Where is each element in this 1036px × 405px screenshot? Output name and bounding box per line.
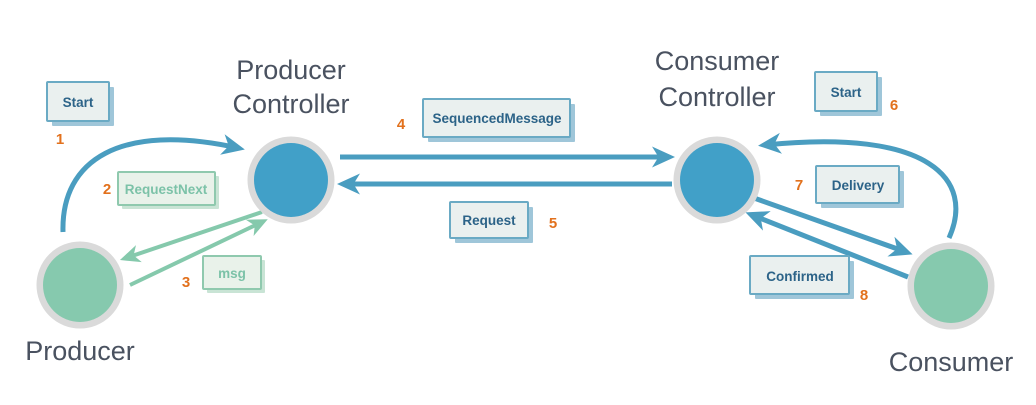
step-number-2: 2 xyxy=(103,181,111,198)
message-box-7-delivery[interactable]: Delivery xyxy=(815,165,904,208)
message-label-1: Start xyxy=(63,95,94,110)
message-box-3-msg[interactable]: msg xyxy=(202,255,265,293)
message-label-3: msg xyxy=(218,266,246,281)
arrow-3-msg-producer-to-controller xyxy=(129,219,268,287)
step-number-1: 1 xyxy=(56,131,64,148)
message-box-6-start[interactable]: Start xyxy=(814,71,882,116)
node-consumer-controller-label-line1: Consumer xyxy=(655,46,780,76)
node-producer-label: Producer xyxy=(25,336,135,366)
node-producer-controller-label-line1: Producer xyxy=(236,55,346,85)
message-label-5: Request xyxy=(462,213,516,228)
arrow-8-confirmed xyxy=(745,211,909,280)
message-box-8-confirmed[interactable]: Confirmed xyxy=(749,255,854,299)
node-consumer[interactable]: Consumer xyxy=(889,242,1014,377)
message-label-2: RequestNext xyxy=(125,182,208,197)
message-label-6: Start xyxy=(831,85,862,100)
arrow-2-requestnext-controller-to-producer xyxy=(119,210,263,263)
arrow-7-delivery xyxy=(753,195,913,257)
arrow-1-start-producer-to-producer-controller xyxy=(60,134,245,233)
step-number-3: 3 xyxy=(182,274,190,291)
message-box-1-start[interactable]: Start xyxy=(46,81,114,126)
message-box-4-sequencedmessage[interactable]: SequencedMessage xyxy=(422,98,575,142)
step-number-8: 8 xyxy=(860,287,868,304)
node-producer[interactable]: Producer xyxy=(25,241,135,366)
message-label-7: Delivery xyxy=(832,178,885,193)
message-box-2-requestnext[interactable]: RequestNext xyxy=(117,171,219,209)
step-number-4: 4 xyxy=(397,116,406,133)
node-consumer-label: Consumer xyxy=(889,347,1014,377)
node-producer-controller-label-line2: Controller xyxy=(232,89,349,119)
node-producer-controller[interactable]: Producer Controller xyxy=(232,55,350,224)
node-consumer-controller-label-line2: Controller xyxy=(658,82,775,112)
message-label-8: Confirmed xyxy=(766,269,834,284)
step-number-5: 5 xyxy=(549,215,557,232)
step-number-7: 7 xyxy=(795,177,803,194)
step-number-6: 6 xyxy=(890,97,898,114)
message-label-4: SequencedMessage xyxy=(432,111,562,126)
node-consumer-controller[interactable]: Consumer Controller xyxy=(655,46,780,224)
arrow-6-start-consumer-to-consumer-controller xyxy=(758,132,959,240)
message-box-5-request[interactable]: Request xyxy=(449,201,533,243)
